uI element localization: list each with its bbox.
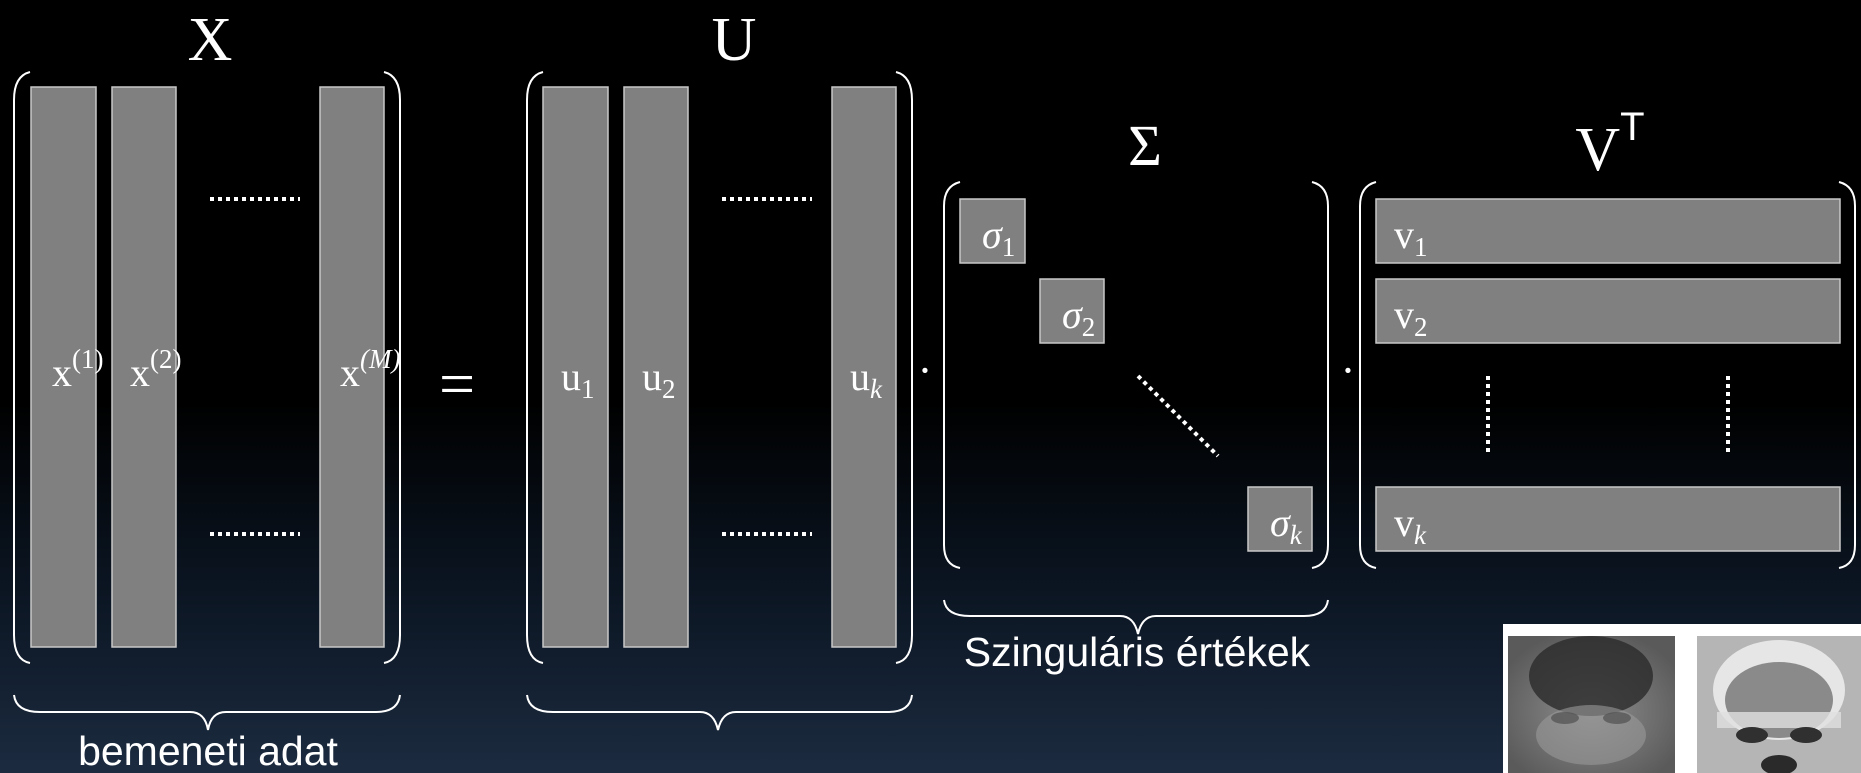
u-col-label-k: uk xyxy=(850,354,883,404)
matrix-sigma-title: Σ xyxy=(1128,113,1162,178)
x-col-label-1: x(1) xyxy=(52,344,103,395)
eigenface-image-1 xyxy=(1508,636,1675,773)
matrix-x-right-bracket xyxy=(383,71,401,664)
vt-row-2 xyxy=(1375,278,1841,344)
matrix-u-right-bracket xyxy=(895,71,913,664)
u-col-label-1: u1 xyxy=(561,354,595,404)
singular-values-brace xyxy=(943,599,1329,635)
matrix-x-title: X xyxy=(188,6,233,74)
eigenface-image-2 xyxy=(1697,636,1861,773)
vt-row-k xyxy=(1375,486,1841,552)
u-column-2 xyxy=(623,86,689,648)
vt-row-label-2: v2 xyxy=(1394,292,1428,342)
sigma-label-2: σ2 xyxy=(1062,292,1095,342)
sigma-label-k: σk xyxy=(1270,500,1303,550)
matrix-vt-title: VT xyxy=(1575,105,1644,184)
u-brace xyxy=(526,694,913,731)
input-data-caption: bemeneti adat xyxy=(78,728,338,773)
dot-operator-1: · xyxy=(918,346,933,395)
matrix-x-left-bracket xyxy=(13,71,31,664)
vt-row-label-k: vk xyxy=(1394,500,1427,550)
x-col-label-m: x(M) xyxy=(340,344,400,395)
input-data-brace xyxy=(13,694,401,731)
dot-operator-2: · xyxy=(1341,346,1356,395)
x-column-m xyxy=(319,86,385,648)
u-column-k xyxy=(831,86,897,648)
matrix-u-left-bracket xyxy=(526,71,544,664)
equals-sign: = xyxy=(439,348,475,419)
matrix-sigma-right-bracket xyxy=(1311,181,1329,569)
matrix-vt-right-bracket xyxy=(1838,181,1856,569)
matrix-sigma-left-bracket xyxy=(943,181,961,569)
vt-row-1 xyxy=(1375,198,1841,264)
u-col-label-2: u2 xyxy=(642,354,676,404)
sigma-entry-2 xyxy=(1039,278,1105,344)
matrix-u-title: U xyxy=(712,6,757,74)
x-col-label-2: x(2) xyxy=(130,344,181,395)
sigma-diagonal-dots xyxy=(1136,374,1220,458)
u-column-1 xyxy=(542,86,609,648)
sigma-entry-k xyxy=(1247,486,1313,552)
singular-values-caption: Szinguláris értékek xyxy=(964,629,1311,675)
matrix-vt-left-bracket xyxy=(1359,181,1377,569)
vt-row-label-1: v1 xyxy=(1394,212,1428,262)
sigma-entry-1 xyxy=(959,198,1026,264)
x-column-2 xyxy=(111,86,177,648)
x-column-1 xyxy=(30,86,97,648)
sigma-label-1: σ1 xyxy=(982,212,1015,262)
